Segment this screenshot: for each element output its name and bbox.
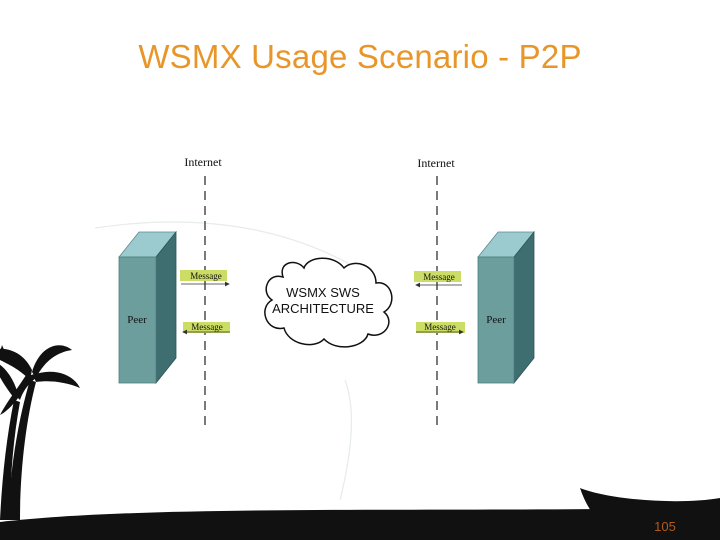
- peer-label-right: Peer: [486, 314, 506, 326]
- message-label: Message: [190, 271, 222, 281]
- message-label: Message: [424, 322, 456, 332]
- peer-box-right: [477, 230, 535, 385]
- internet-label-right: Internet: [417, 156, 455, 170]
- slide-number: 105: [654, 519, 676, 534]
- peer-box-left: [118, 230, 177, 385]
- background-swoosh: [94, 221, 361, 501]
- slide-title: WSMX Usage Scenario - P2P: [138, 38, 582, 75]
- ground-silhouette: [0, 508, 720, 540]
- message-right-top: Message: [414, 271, 462, 288]
- message-right-bottom: Message: [416, 322, 465, 335]
- palm-tree-silhouette: [0, 345, 80, 520]
- peer-label-left: Peer: [127, 314, 147, 326]
- internet-label-left: Internet: [184, 155, 222, 169]
- message-label: Message: [191, 322, 223, 332]
- cloud-label-line1: WSMX SWS: [286, 285, 360, 300]
- message-left-top: Message: [180, 270, 230, 287]
- message-label: Message: [423, 272, 455, 282]
- message-left-bottom: Message: [182, 322, 230, 335]
- wsmx-cloud: [264, 257, 393, 348]
- cloud-label-line2: ARCHITECTURE: [272, 301, 374, 316]
